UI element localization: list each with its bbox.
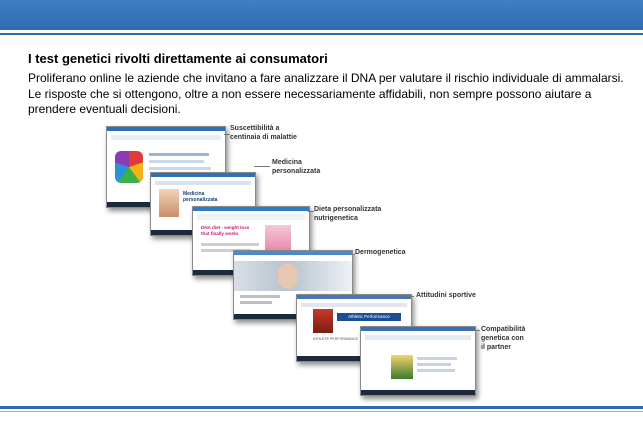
footer-rule-thin: [0, 411, 643, 412]
header-rule: [0, 33, 643, 35]
medicina-banner: Medicina personalizzata: [183, 191, 218, 203]
slide-body: Proliferano online le aziende che invita…: [28, 71, 628, 118]
header-band: [0, 0, 643, 30]
screenshot-partner-compatibility: [360, 326, 476, 396]
dna-logo-image: [115, 151, 143, 183]
body-line: Le risposte che si ottengono, oltre a no…: [28, 86, 592, 101]
sport-banner: Athletic Performance: [337, 313, 401, 321]
callout-susceptibility: Suscettibilità a centinaia di malattie: [230, 125, 297, 141]
doctor-image: [159, 189, 179, 217]
footer-rule: [0, 406, 643, 409]
diet-headline: DNA diet - weight loss that finally work…: [201, 225, 250, 236]
body-line: Proliferano online le aziende che invita…: [28, 71, 624, 85]
sport-subtitle: ATHLETE PERFORMANCE: [313, 337, 358, 341]
callout-dermogenetics: Dermogenetica: [355, 249, 406, 256]
athlete-image: [313, 309, 333, 333]
body-line: prendere eventuali decisioni.: [28, 102, 181, 116]
callout-sport-aptitude: Attitudini sportive: [416, 292, 476, 299]
couple-image: [391, 355, 413, 379]
callout-nutrigenetics: Dieta personalizzata nutrigenetica: [314, 206, 382, 222]
slide-title: I test genetici rivolti direttamente ai …: [28, 51, 328, 66]
callout-personalized-medicine: Medicina personalizzata: [272, 159, 321, 175]
callout-partner-compatibility: Compatibilità genetica con il partner: [481, 326, 526, 351]
